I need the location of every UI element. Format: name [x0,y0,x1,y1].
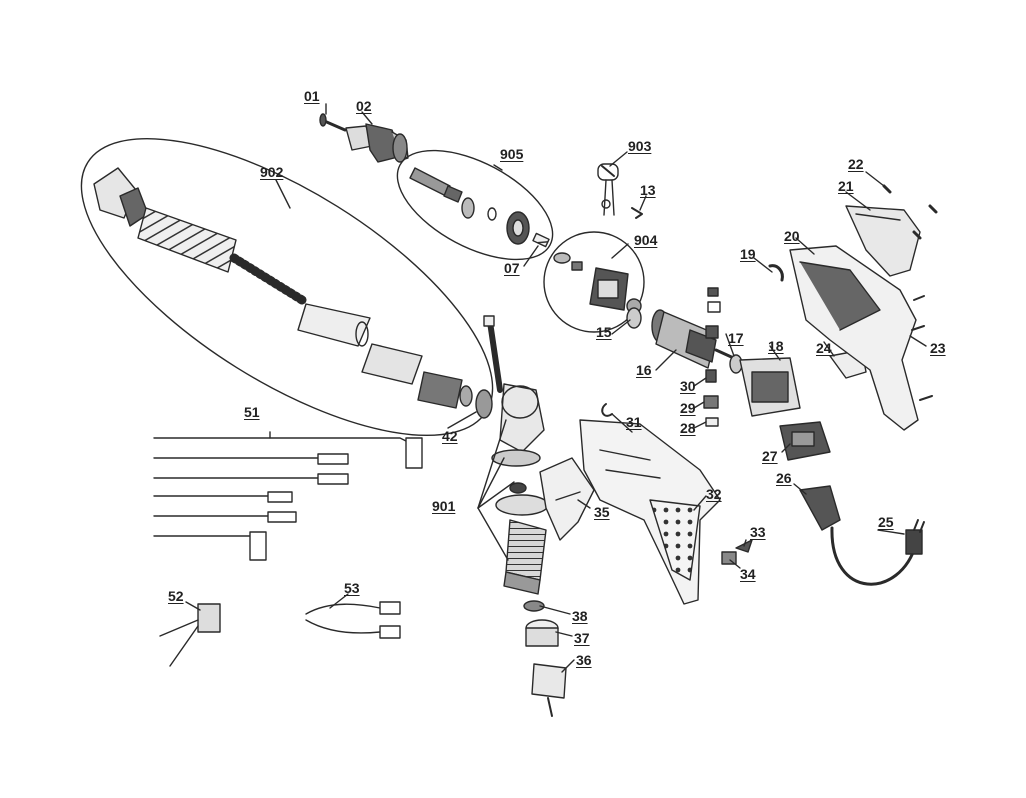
part-label-904: 904 [634,232,658,248]
part-label-903: 903 [628,138,652,154]
part-16-armature [651,309,740,369]
part-18-stator [739,357,801,417]
part-38-clip [523,600,545,612]
part-26-cable-guard [799,485,841,531]
part-label-21: 21 [838,178,854,194]
part-label-25: 25 [878,514,894,530]
part-label-13: 13 [640,182,656,198]
part-30-brush [705,369,717,383]
part-label-901: 901 [432,498,456,514]
part-15-bearing [626,307,642,329]
part-53-wire-pair [305,601,401,639]
part-35-cover [539,457,595,541]
part-label-905: 905 [500,146,524,162]
assembly-905-outline [396,149,554,261]
part-label-16: 16 [636,362,652,378]
part-label-52: 52 [168,588,184,604]
part-label-38: 38 [572,608,588,624]
part-22-screws [882,184,938,240]
part-903-switch [597,163,619,216]
part-32-housing [579,419,721,605]
part-27-switch [779,421,831,461]
part-label-51: 51 [244,404,260,420]
part-label-34: 34 [740,566,756,582]
part-37-nut [525,619,559,647]
assembly-902-parts [93,167,473,409]
part-label-28: 28 [680,420,696,436]
part-01-screw [319,113,347,132]
brush-parts-upper [705,287,721,339]
part-21-cover [845,205,921,277]
part-07-spring [532,232,550,248]
part-label-37: 37 [574,630,590,646]
part-42-ring [475,389,493,419]
part-28-spring [705,417,719,427]
part-19-clip [768,264,784,282]
part-02-chuck [345,123,409,163]
part-label-30: 30 [680,378,696,394]
part-label-15: 15 [596,324,612,340]
part-25-cord [830,519,925,586]
assembly-905-parts [409,167,530,245]
part-label-01: 01 [304,88,320,104]
part-label-20: 20 [784,228,800,244]
part-label-42: 42 [442,428,458,444]
part-label-33: 33 [750,524,766,540]
part-label-07: 07 [504,260,520,276]
part-label-53: 53 [344,580,360,596]
part-34-block [721,551,737,565]
part-label-24: 24 [816,340,832,356]
part-label-36: 36 [576,652,592,668]
part-label-19: 19 [740,246,756,262]
assembly-901-side-handle [477,315,549,595]
part-31-clip [601,403,613,417]
part-label-902: 902 [260,164,284,180]
assembly-904-parts [553,252,642,314]
part-label-26: 26 [776,470,792,486]
leader-lines [185,103,927,673]
part-13-pin [631,207,643,219]
part-label-22: 22 [848,156,864,172]
part-20-housing [789,245,933,431]
assembly-904-outline [543,231,645,333]
part-label-02: 02 [356,98,372,114]
part-label-18: 18 [768,338,784,354]
part-label-31: 31 [626,414,642,430]
part-label-35: 35 [594,504,610,520]
part-51-wires [153,431,423,561]
part-label-17: 17 [728,330,744,346]
part-29-brush-holder [703,395,719,409]
part-label-27: 27 [762,448,778,464]
part-36-cap [531,663,567,717]
part-label-29: 29 [680,400,696,416]
part-label-23: 23 [930,340,946,356]
part-label-32: 32 [706,486,722,502]
part-52-capacitor [159,603,221,667]
